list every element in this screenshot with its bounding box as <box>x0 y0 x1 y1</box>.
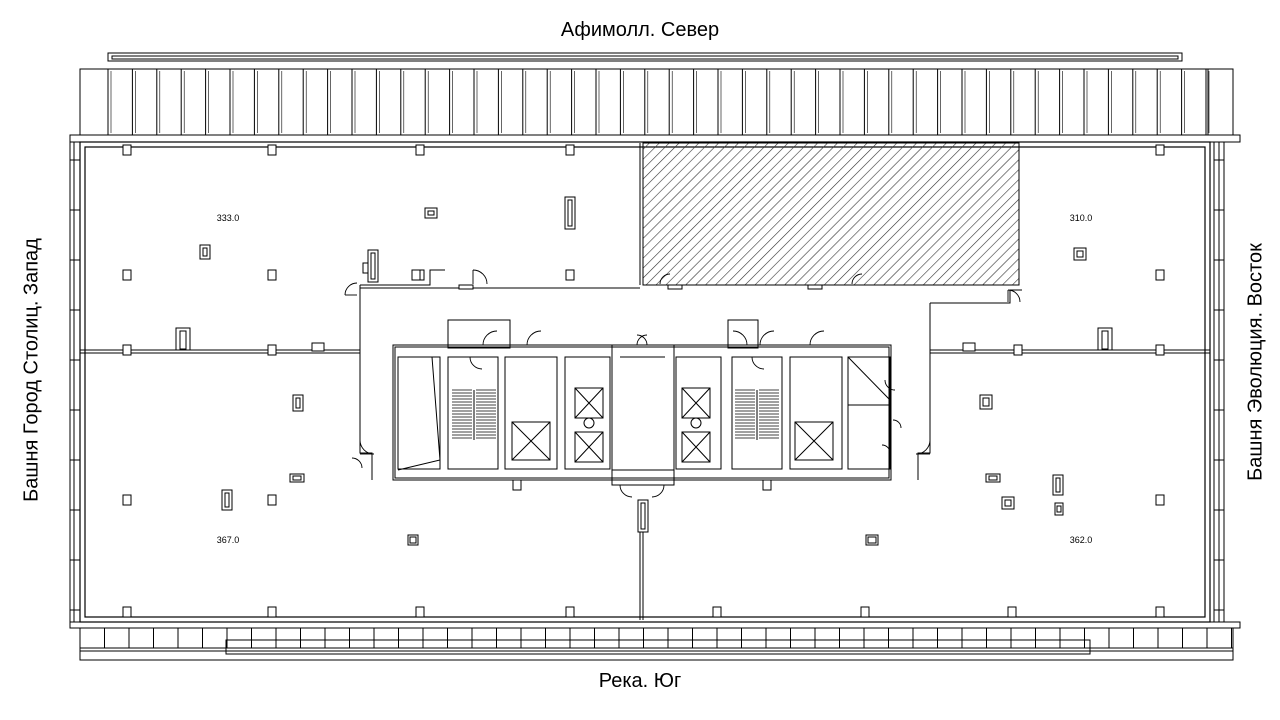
structural-column <box>565 269 575 281</box>
structural-column <box>512 479 522 491</box>
area-label-sw: 367.0 <box>217 535 240 545</box>
structural-column <box>267 344 277 356</box>
hatched-area <box>642 142 1020 286</box>
area-label-nw: 333.0 <box>217 213 240 223</box>
structural-column <box>762 479 772 491</box>
core <box>392 319 892 486</box>
structural-column <box>415 606 425 618</box>
partition-walls <box>80 143 1210 620</box>
south-direction-label: Река. Юг <box>598 670 682 692</box>
north-facade <box>69 52 1241 143</box>
structural-column <box>122 494 132 506</box>
structural-column <box>122 344 132 356</box>
structural-column <box>1155 344 1165 356</box>
structural-column <box>122 269 132 281</box>
structural-column <box>267 144 277 156</box>
south-facade <box>69 621 1241 661</box>
structural-column <box>712 606 722 618</box>
structural-column <box>122 144 132 156</box>
outlets <box>175 196 1113 546</box>
structural-column <box>1155 269 1165 281</box>
structural-column <box>415 144 425 156</box>
area-label-ne: 310.0 <box>1070 213 1093 223</box>
structural-column <box>565 144 575 156</box>
structural-column <box>411 269 421 281</box>
structural-column <box>1155 144 1165 156</box>
columns <box>122 144 1165 618</box>
structural-column <box>267 494 277 506</box>
structural-column <box>1013 344 1023 356</box>
north-direction-label: Афимолл. Север <box>560 19 720 41</box>
doors <box>344 269 1021 498</box>
structural-column <box>1155 494 1165 506</box>
structural-column <box>267 606 277 618</box>
structural-column <box>122 606 132 618</box>
structural-column <box>1155 606 1165 618</box>
area-label-se: 362.0 <box>1070 535 1093 545</box>
structural-column <box>267 269 277 281</box>
structural-column <box>1007 606 1017 618</box>
structural-column <box>860 606 870 618</box>
structural-column <box>565 606 575 618</box>
